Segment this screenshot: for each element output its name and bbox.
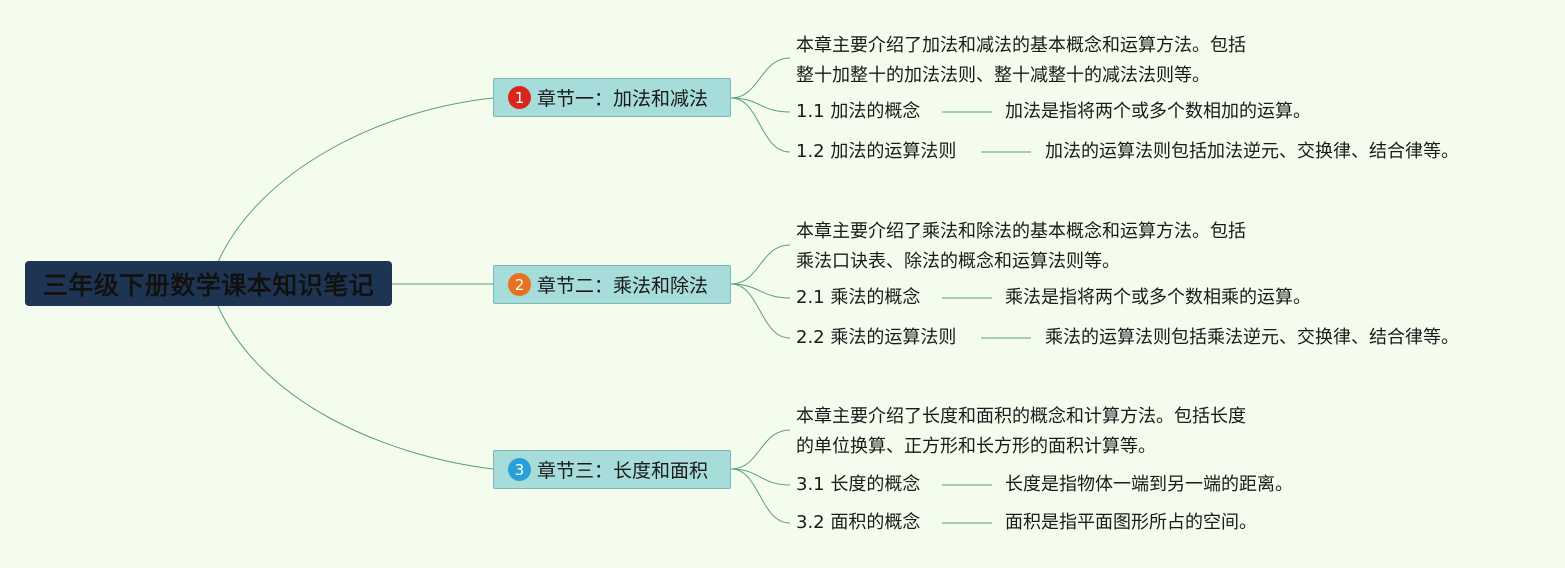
topic-detail[interactable]: 乘法是指将两个或多个数相乘的运算。 <box>1005 287 1311 308</box>
summary-line: 整十加整十的加法法则、整十减整十的减法法则等。 <box>796 65 1210 86</box>
topic-detail[interactable]: 长度是指物体一端到另一端的距离。 <box>1005 474 1293 495</box>
summary-line: 本章主要介绍了加法和减法的基本概念和运算方法。包括 <box>796 35 1246 56</box>
topic-label[interactable]: 2.2 乘法的运算法则 <box>796 327 957 348</box>
chapter-title: 章节二：乘法和除法 <box>537 275 709 297</box>
chapter-node-3[interactable]: 3 章节三：长度和面积 <box>493 450 731 489</box>
chapter-summary[interactable]: 本章主要介绍了长度和面积的概念和计算方法。包括长度 的单位换算、正方形和长方形的… <box>796 402 1246 462</box>
topic-label[interactable]: 3.2 面积的概念 <box>796 512 921 533</box>
chapter-node-2[interactable]: 2 章节二：乘法和除法 <box>493 265 731 304</box>
chapter-summary[interactable]: 本章主要介绍了乘法和除法的基本概念和运算方法。包括 乘法口诀表、除法的概念和运算… <box>796 217 1246 277</box>
topic-label[interactable]: 1.2 加法的运算法则 <box>796 141 957 162</box>
topic-label[interactable]: 2.1 乘法的概念 <box>796 287 921 308</box>
topic-detail[interactable]: 乘法的运算法则包括乘法逆元、交换律、结合律等。 <box>1045 327 1459 348</box>
summary-line: 本章主要介绍了长度和面积的概念和计算方法。包括长度 <box>796 406 1246 427</box>
root-title: 三年级下册数学课本知识笔记 <box>42 270 375 300</box>
chapter-title: 章节三：长度和面积 <box>537 460 709 482</box>
number-badge-icon: 1 <box>508 86 531 109</box>
root-node[interactable]: 三年级下册数学课本知识笔记 <box>25 261 392 306</box>
topic-label[interactable]: 3.1 长度的概念 <box>796 474 921 495</box>
number-badge-icon: 3 <box>508 458 531 481</box>
topic-detail[interactable]: 加法是指将两个或多个数相加的运算。 <box>1005 101 1311 122</box>
topic-detail[interactable]: 加法的运算法则包括加法逆元、交换律、结合律等。 <box>1045 141 1459 162</box>
chapter-node-1[interactable]: 1 章节一：加法和减法 <box>493 78 731 117</box>
topic-detail[interactable]: 面积是指平面图形所占的空间。 <box>1005 512 1257 533</box>
topic-label[interactable]: 1.1 加法的概念 <box>796 101 921 122</box>
chapter-summary[interactable]: 本章主要介绍了加法和减法的基本概念和运算方法。包括 整十加整十的加法法则、整十减… <box>796 31 1246 91</box>
chapter-title: 章节一：加法和减法 <box>537 88 709 110</box>
summary-line: 本章主要介绍了乘法和除法的基本概念和运算方法。包括 <box>796 221 1246 242</box>
summary-line: 的单位换算、正方形和长方形的面积计算等。 <box>796 436 1156 457</box>
number-badge-icon: 2 <box>508 273 531 296</box>
summary-line: 乘法口诀表、除法的概念和运算法则等。 <box>796 251 1120 272</box>
